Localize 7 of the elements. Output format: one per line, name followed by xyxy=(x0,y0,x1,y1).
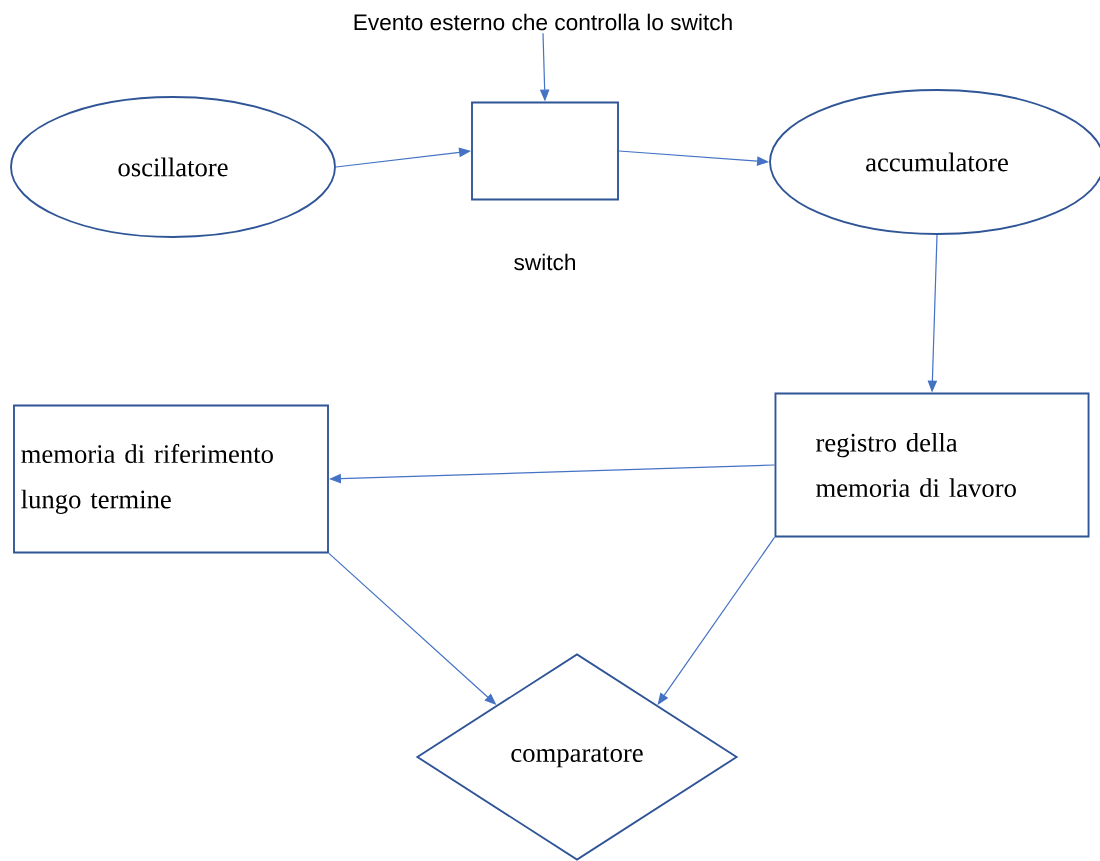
memory-box: registro della memoria di lavoro xyxy=(774,392,1090,538)
memory-box: memoria di riferimento lungo termine xyxy=(13,404,329,554)
arrow xyxy=(657,536,776,705)
switch-box xyxy=(471,101,619,201)
event-label: Evento esterno che controlla lo switch xyxy=(354,13,732,31)
node-caption: switch xyxy=(514,253,575,271)
arrow xyxy=(335,147,471,168)
